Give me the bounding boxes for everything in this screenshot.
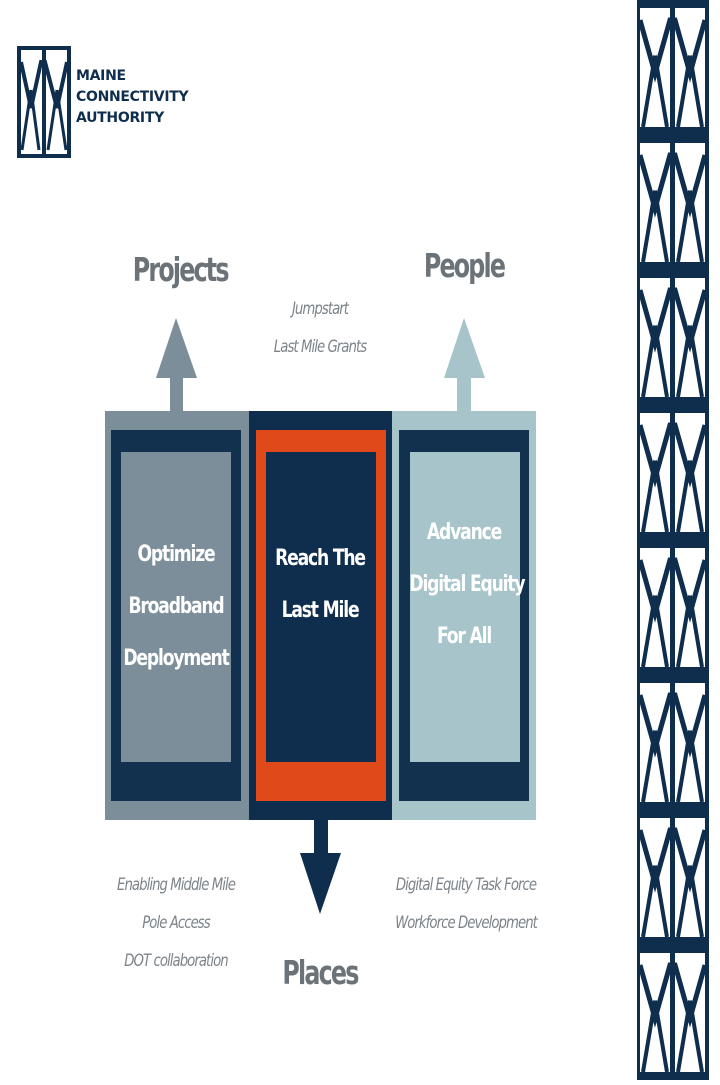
- note-line: Workforce Development: [395, 913, 538, 933]
- note-line: Pole Access: [142, 913, 210, 933]
- panel-label-line: Broadband: [128, 594, 224, 619]
- maine-m-logo-icon: [637, 683, 708, 803]
- logo-line-authority: AUTHORITY: [76, 110, 164, 126]
- mca-logo-text: MAINE CONNECTIVITY AUTHORITY: [76, 66, 189, 129]
- panel-label-line: Last Mile: [281, 598, 360, 623]
- logo-line-connectivity: CONNECTIVITY: [76, 89, 189, 105]
- people-heading: People: [423, 246, 506, 285]
- places-arrow-icon: [300, 819, 341, 914]
- projects-heading: Projects: [132, 250, 230, 289]
- center-panel-inner: [266, 452, 376, 762]
- jumpstart-note: Jumpstart Last Mile Grants: [242, 290, 398, 366]
- strategy-diagram: [105, 318, 536, 914]
- places-heading: Places: [282, 953, 359, 992]
- left-panel-inner: [121, 452, 231, 762]
- note-line: DOT collaboration: [124, 951, 228, 971]
- maine-m-logo-icon: [637, 818, 708, 938]
- logo-pattern-svg: [637, 8, 708, 1073]
- maine-m-logo-icon: [637, 143, 708, 263]
- digital-equity-note: Digital Equity Task Force Workforce Deve…: [372, 866, 559, 942]
- note-line: Last Mile Grants: [273, 337, 367, 357]
- maine-m-logo-icon: [637, 278, 708, 398]
- panel-label-line: Deployment: [123, 646, 229, 671]
- maine-m-logo-icon: [637, 413, 708, 533]
- middle-mile-note: Enabling Middle Mile Pole Access DOT col…: [98, 866, 254, 980]
- maine-m-logo-icon: [637, 548, 708, 668]
- note-line: Enabling Middle Mile: [117, 875, 236, 895]
- panel-label-line: Digital Equity: [409, 572, 525, 597]
- logo-line-maine: MAINE: [76, 68, 126, 84]
- panel-label-line: Advance: [426, 520, 502, 545]
- mca-logo: MAINE CONNECTIVITY AUTHORITY: [17, 46, 189, 158]
- panel-label-line: Optimize: [137, 542, 215, 567]
- note-line: Jumpstart: [291, 299, 349, 319]
- people-arrow-icon: [444, 318, 485, 412]
- logo-pattern-border: [637, 0, 709, 1080]
- panel-label-line: Reach The: [275, 546, 366, 571]
- maine-m-logo-icon: [637, 953, 708, 1073]
- note-line: Digital Equity Task Force: [395, 875, 537, 895]
- left-panel-label: Optimize Broadband Deployment: [121, 529, 230, 685]
- panel-label-line: For All: [436, 624, 492, 649]
- center-panel-label: Reach The Last Mile: [265, 533, 374, 637]
- maine-m-logo-icon: [637, 8, 708, 128]
- right-panel-label: Advance Digital Equity For All: [409, 507, 525, 663]
- right-panel-inner: [410, 452, 520, 762]
- projects-arrow-icon: [156, 318, 197, 412]
- mca-logo-mark-icon: [17, 46, 71, 158]
